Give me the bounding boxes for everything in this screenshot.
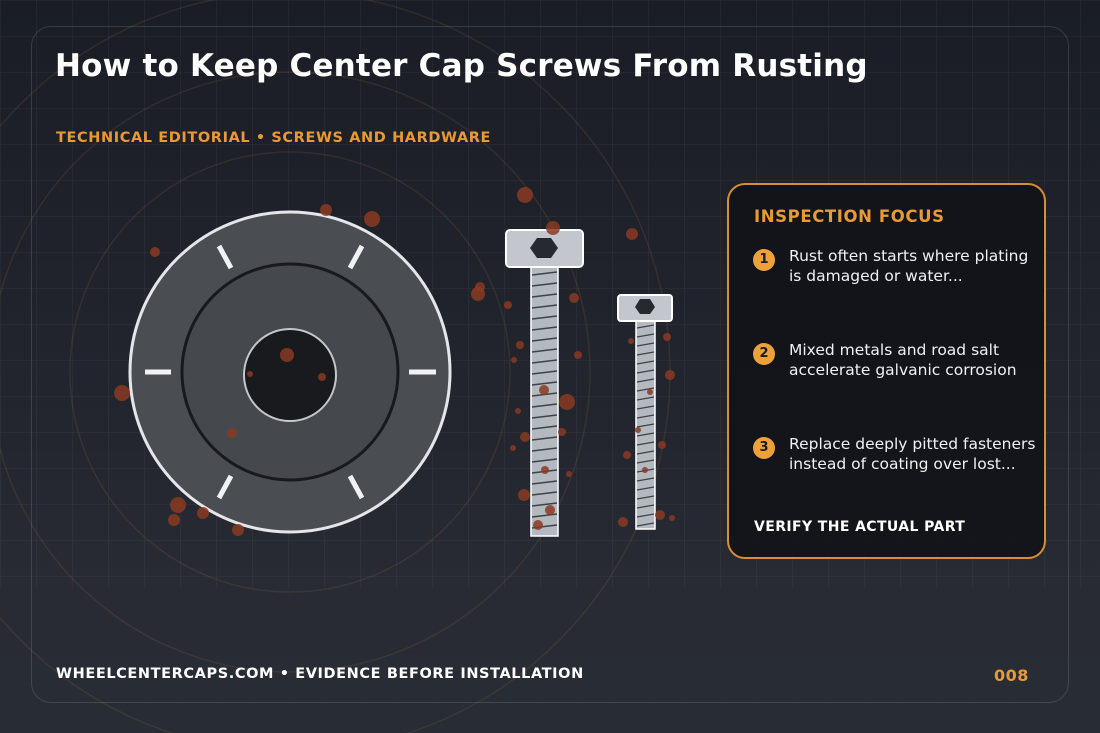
content-frame (31, 26, 1069, 703)
item-text: Replace deeply pitted fasteners instead … (789, 435, 1036, 473)
item-number-badge: 1 (753, 249, 775, 271)
item-number-badge: 3 (753, 437, 775, 459)
footer-site-text: WHEELCENTERCAPS.COM • EVIDENCE BEFORE IN… (56, 666, 584, 682)
center-cap-icon (128, 210, 452, 534)
inspection-panel: INSPECTION FOCUS 1 Rust often starts whe… (727, 183, 1046, 559)
small-screw-icon (617, 294, 673, 530)
item-text: Mixed metals and road salt accelerate ga… (789, 341, 1017, 379)
large-screw-icon (505, 229, 584, 537)
rust-spots-icon (114, 187, 675, 536)
item-number-badge: 2 (753, 343, 775, 365)
panel-footer-note: VERIFY THE ACTUAL PART (754, 519, 966, 535)
page-number: 008 (994, 666, 1029, 685)
section-eyebrow: TECHNICAL EDITORIAL • SCREWS AND HARDWAR… (56, 130, 492, 146)
panel-title: INSPECTION FOCUS (754, 207, 945, 226)
bottom-band (0, 588, 1100, 733)
item-text: Rust often starts where plating is damag… (789, 247, 1029, 285)
page-title: How to Keep Center Cap Screws From Rusti… (55, 48, 868, 84)
